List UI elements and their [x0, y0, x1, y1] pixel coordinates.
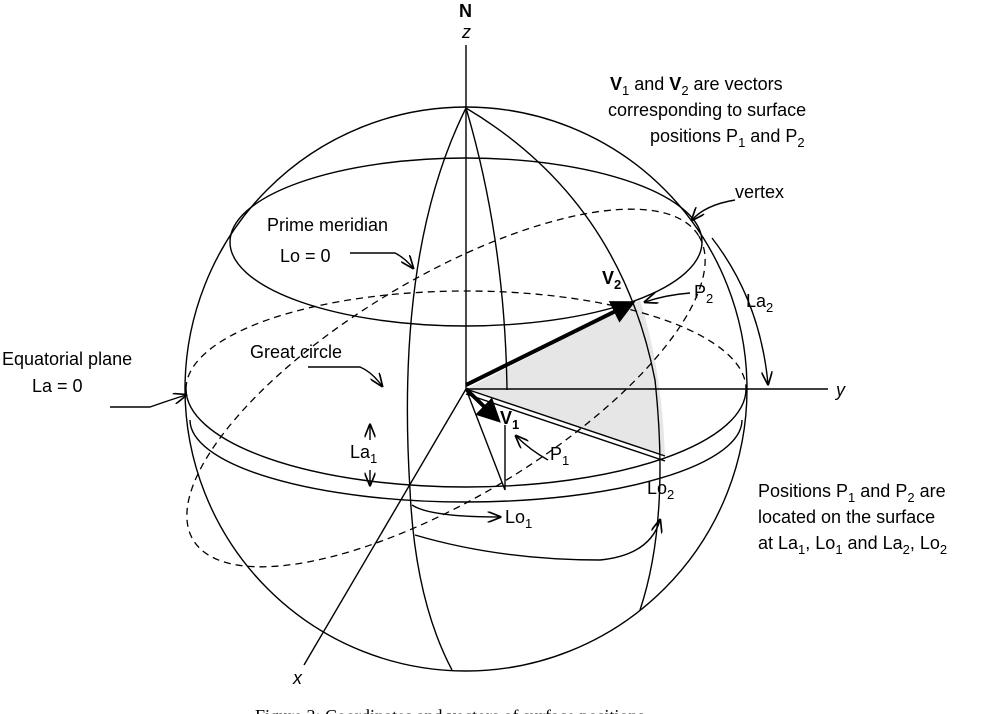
note-bottom-line1: Positions P1 and P2 are: [758, 481, 946, 505]
note-bottom-line3: at La1, Lo1 and La2, Lo2: [758, 533, 947, 557]
lower-latitude-circle: [189, 419, 743, 503]
equatorial-plane-label: Equatorial plane: [2, 349, 132, 369]
prime-meridian-leader: [350, 252, 413, 268]
lo2-label: Lo2: [647, 478, 674, 502]
la-zero-label: La = 0: [32, 376, 83, 396]
la2-arc: [711, 237, 768, 384]
note-bottom-line2: located on the surface: [758, 507, 935, 527]
p2-label: P2: [694, 282, 713, 306]
great-circle-label: Great circle: [250, 342, 342, 362]
v2-label: V2: [602, 268, 621, 292]
p1-label: P1: [550, 444, 569, 468]
p2-leader: [645, 292, 691, 302]
la1-label: La1: [350, 442, 377, 466]
vertex-label: vertex: [735, 182, 784, 202]
note-top-line1: V1 and V2 are vectors: [610, 74, 783, 98]
prime-meridian: [406, 107, 467, 671]
lo-zero-label: Lo = 0: [280, 246, 331, 266]
vertex-leader: [692, 199, 736, 220]
la2-label: La2: [746, 291, 773, 315]
z-label: z: [461, 22, 471, 42]
meridian-back: [465, 107, 508, 391]
lo1-label: Lo1: [505, 507, 532, 531]
equatorial-leader: [110, 395, 186, 408]
note-top-line3: positions P1 and P2: [650, 126, 805, 150]
equator-front: [185, 388, 747, 488]
prime-meridian-label: Prime meridian: [267, 215, 388, 235]
note-top-line2: corresponding to surface: [608, 100, 806, 120]
great-circle-leader: [308, 366, 382, 386]
v1-label: V1: [500, 408, 519, 432]
lo1-arc: [411, 504, 500, 517]
p1-projection: [465, 388, 506, 491]
x-axis: [303, 388, 467, 666]
lo2-arc: [414, 520, 660, 561]
v1-vector: [464, 387, 501, 423]
v2-vector: [465, 301, 636, 387]
x-label: x: [292, 668, 303, 688]
figure-caption: Figure 3: Coordinates and vectors of sur…: [255, 706, 644, 714]
y-label: y: [834, 380, 846, 400]
north-label: N: [459, 1, 472, 21]
great-circle: [186, 208, 706, 568]
meridian-p2: [465, 107, 661, 611]
shaded-triangle: [466, 300, 665, 456]
p1-leader: [516, 436, 549, 461]
